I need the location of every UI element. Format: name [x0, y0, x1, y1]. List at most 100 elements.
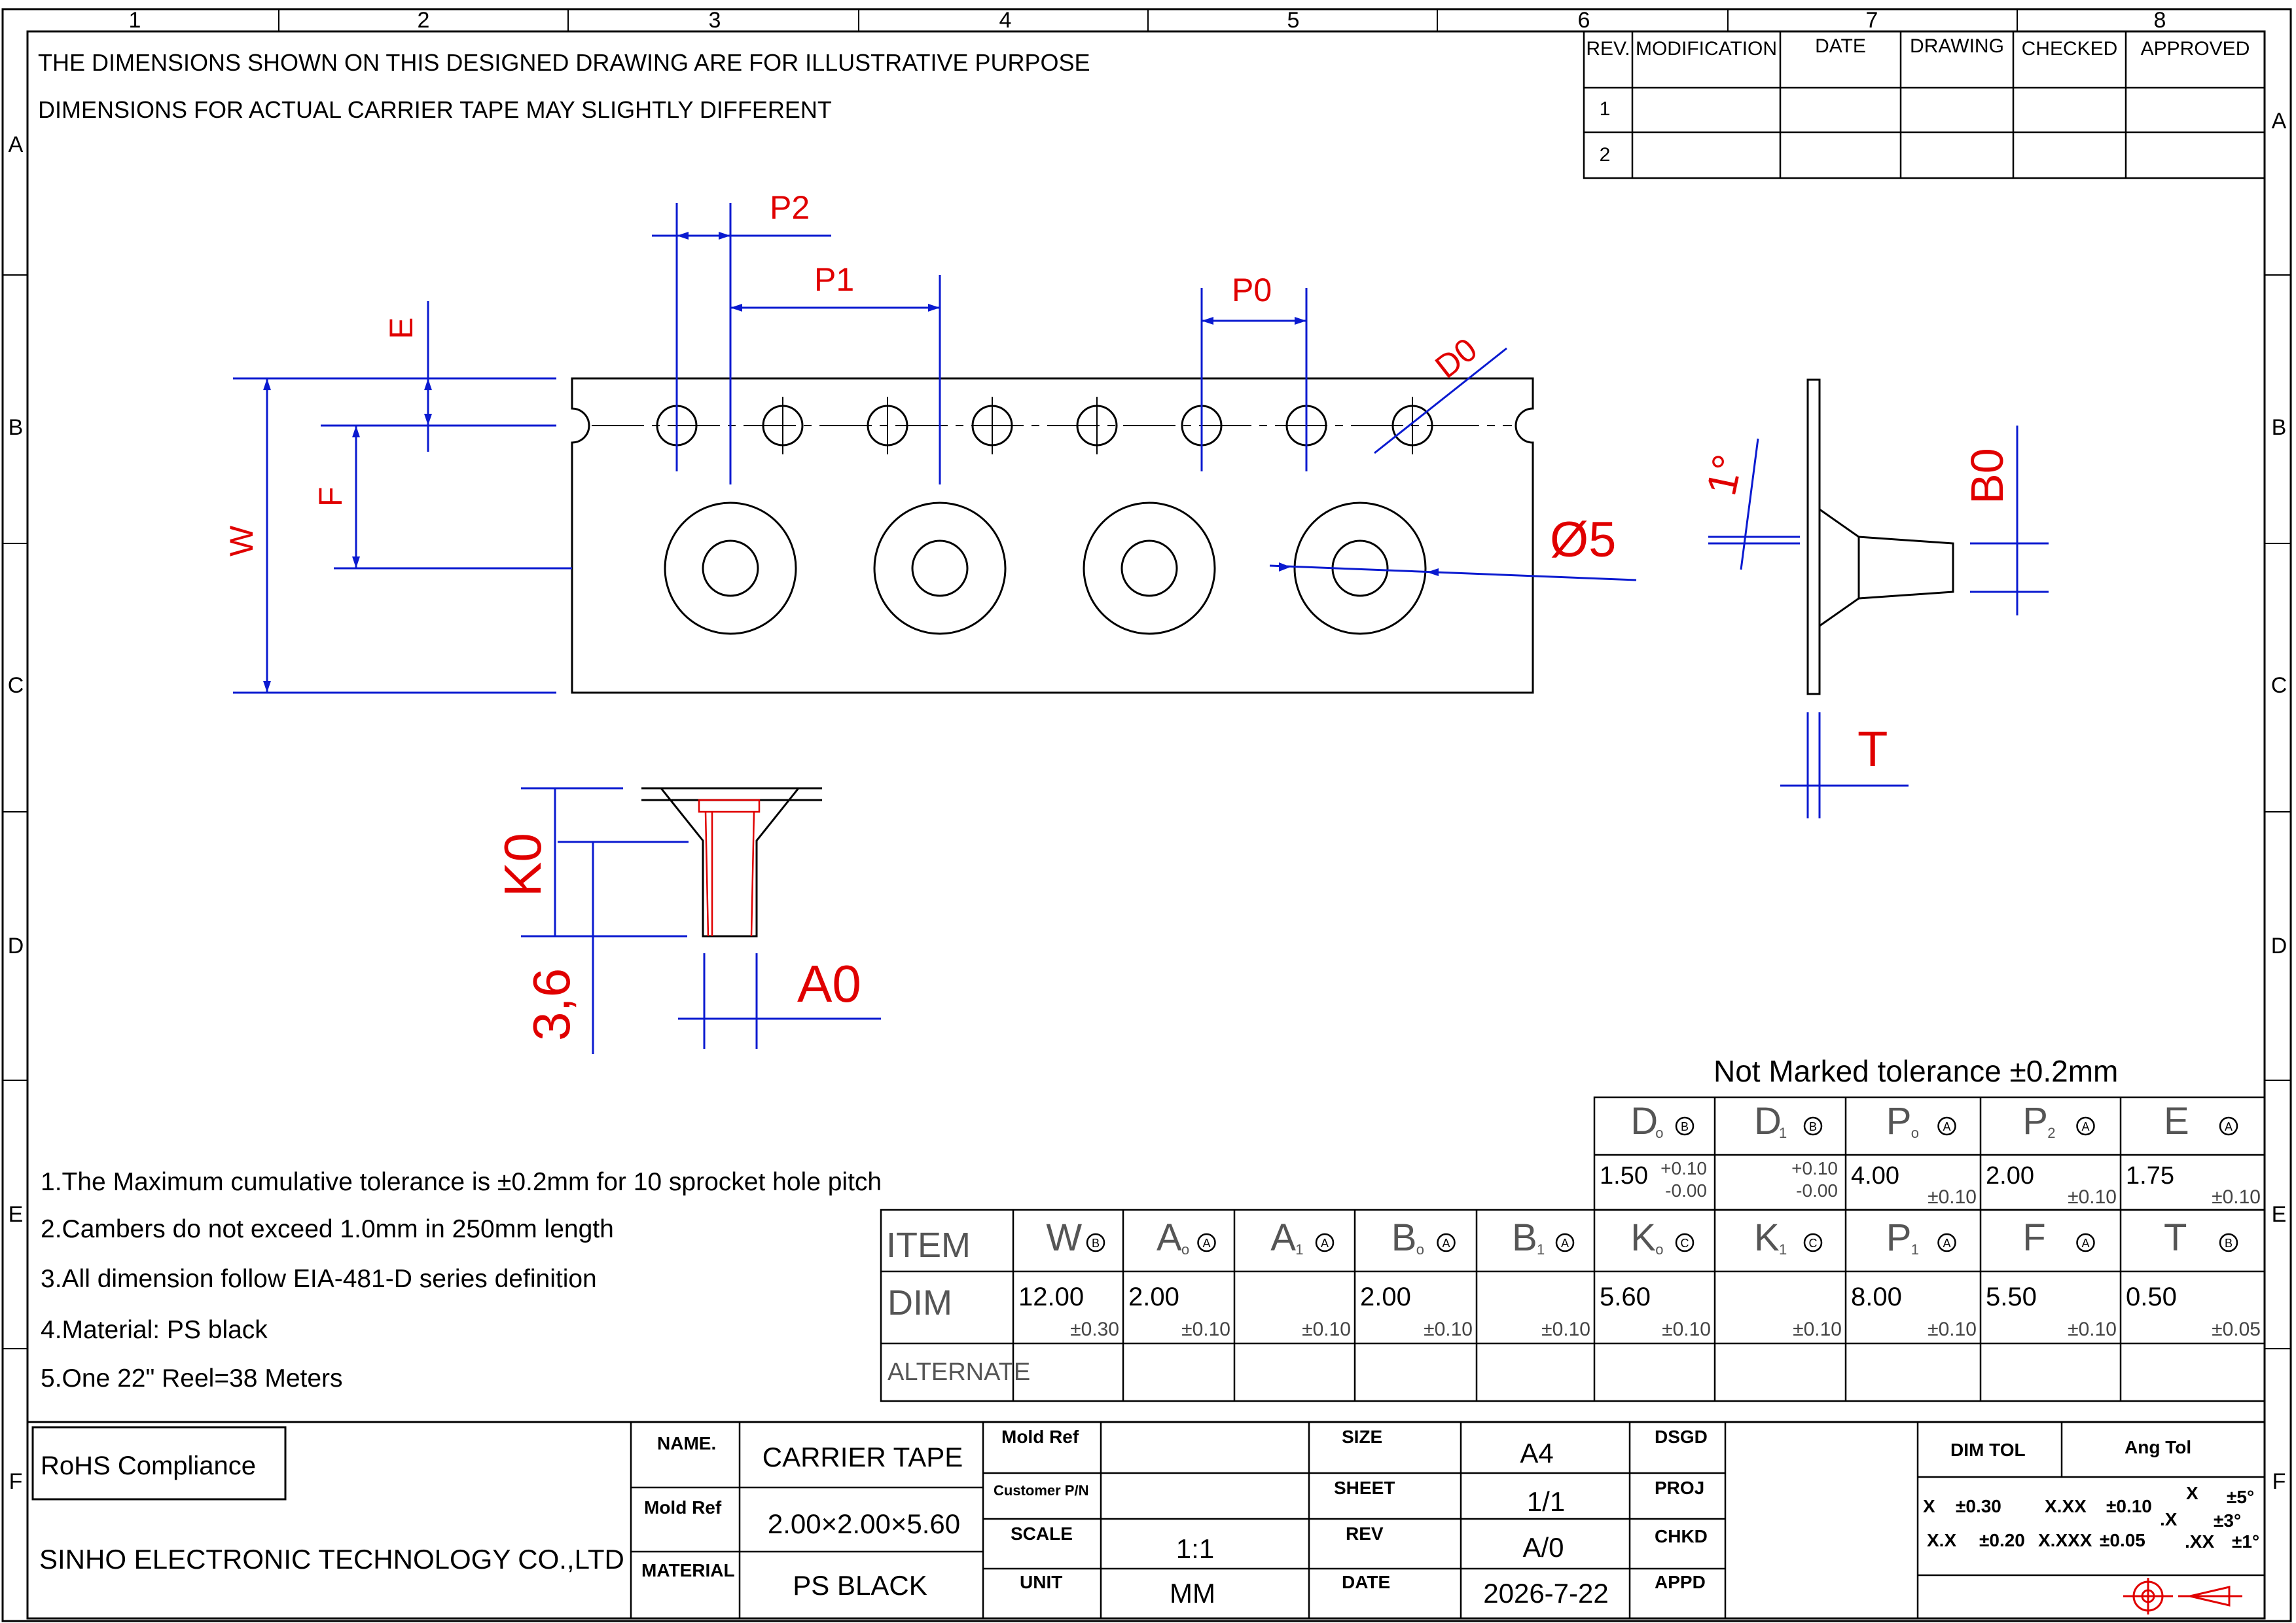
rev-header-modification: MODIFICATION: [1636, 38, 1777, 60]
tol-x-value: ±0.30: [1956, 1496, 2001, 1516]
dim-col-0-datum-icon: [1086, 1233, 1105, 1252]
callout-k0: K0: [493, 833, 552, 897]
dim-value-3: 2.00: [1360, 1283, 1411, 1311]
tol-xxx: X.XX: [2045, 1496, 2087, 1516]
upper-col-1-datum-icon: [1803, 1116, 1823, 1136]
dim-col-5-datum: C: [1681, 1237, 1689, 1250]
callout-depth: 3,6: [522, 968, 581, 1041]
sheet-label: SHEET: [1334, 1478, 1395, 1498]
upper-col-2-datum-icon: [1937, 1116, 1956, 1136]
callout-t: T: [1857, 721, 1888, 777]
rohs-compliance: RoHS Compliance: [41, 1451, 256, 1480]
proj-label: PROJ: [1655, 1478, 1704, 1498]
dim-tol-2: ±0.10: [1302, 1319, 1351, 1340]
ang-x-value: ±5°: [2227, 1487, 2254, 1507]
dim-col-8-datum: A: [2081, 1237, 2089, 1250]
dim-tol-1: ±0.10: [1181, 1319, 1230, 1340]
pocket-section-view: [641, 787, 822, 938]
tol-xx: X.X: [1927, 1530, 1956, 1550]
dim-col-9-datum: B: [2225, 1237, 2233, 1250]
zone-row-e: E: [9, 1202, 24, 1227]
upper-col-4-datum-icon: [2219, 1116, 2238, 1136]
disclaimer-line-1: THE DIMENSIONS SHOWN ON THIS DESIGNED DR…: [38, 49, 1090, 76]
dim-col-3-datum: A: [1442, 1237, 1450, 1250]
upper-tol-2: ±0.10: [1928, 1186, 1977, 1208]
material-value: PS BLACK: [793, 1570, 927, 1601]
ang-dxx: .XX: [2185, 1531, 2214, 1552]
disclaimer: THE DIMENSIONS SHOWN ON THIS DESIGNED DR…: [38, 49, 1090, 123]
upper-col-3-subscript: 2: [2047, 1125, 2055, 1141]
disclaimer-line-2: DIMENSIONS FOR ACTUAL CARRIER TAPE MAY S…: [38, 96, 832, 123]
upper-col-0-datum-icon: [1675, 1116, 1695, 1136]
row-label-item: ITEM: [886, 1226, 971, 1265]
dim-value-7: 8.00: [1851, 1283, 1902, 1311]
not-marked-tolerance: Not Marked tolerance ±0.2mm: [1713, 1054, 2118, 1088]
ang-x: X: [2186, 1483, 2198, 1503]
top-view-dimensions: [233, 203, 1637, 694]
dim-col-1-datum: A: [1202, 1237, 1210, 1250]
dim-col-0-symbol: W: [1046, 1216, 1082, 1259]
tol-xxx-value: ±0.10: [2106, 1496, 2152, 1516]
dim-col-8-datum-icon: [2076, 1233, 2095, 1252]
zone-col-5: 5: [1287, 8, 1300, 33]
tape-top-view: [571, 377, 1534, 694]
rev-label: REV: [1346, 1523, 1384, 1544]
note-5: 5.One 22" Reel=38 Meters: [41, 1364, 343, 1393]
dim-tol-label: DIM TOL: [1950, 1440, 2026, 1460]
drawing-frame: 1 2 3 4 5 6 7 8 A B C D E F A B C D E F: [1, 8, 2292, 1622]
side-section-view: [1806, 378, 1954, 695]
scale-label: SCALE: [1011, 1523, 1073, 1544]
upper-tol-minus-0: -0.00: [1665, 1180, 1707, 1201]
zone-row-b-right: B: [2272, 415, 2287, 440]
dim-col-9-symbol: T: [2164, 1216, 2187, 1259]
zone-col-4: 4: [999, 8, 1012, 33]
dim-col-6-subscript: 1: [1779, 1241, 1787, 1258]
upper-col-2-datum: A: [1943, 1120, 1950, 1133]
date-value: 2026-7-22: [1483, 1578, 1608, 1609]
scale-value: 1:1: [1176, 1533, 1214, 1564]
upper-tol-3: ±0.10: [2068, 1186, 2117, 1208]
upper-col-4-symbol: E: [2164, 1100, 2189, 1142]
rev-header-drawing: DRAWING: [1910, 35, 2004, 57]
customer-pn-label: Customer P/N: [994, 1482, 1088, 1499]
zone-row-a: A: [9, 132, 24, 157]
dim-col-5-symbol: K: [1630, 1216, 1656, 1259]
upper-value-4: 1.75: [2126, 1162, 2174, 1190]
dim-col-1-symbol: A: [1157, 1216, 1182, 1259]
dim-col-5-subscript: o: [1655, 1241, 1663, 1258]
tol-xxxx: X.XXX: [2038, 1530, 2092, 1550]
zone-row-a-right: A: [2272, 109, 2287, 134]
upper-value-2: 4.00: [1851, 1162, 1899, 1190]
upper-col-3-datum: A: [2081, 1120, 2089, 1133]
upper-tol-4: ±0.10: [2212, 1186, 2261, 1208]
upper-col-1-symbol: D: [1754, 1100, 1782, 1142]
unit-value: MM: [1170, 1578, 1215, 1609]
dim-value-5: 5.60: [1600, 1283, 1651, 1311]
upper-col-3-symbol: P: [2022, 1100, 2048, 1142]
date-label: DATE: [1342, 1572, 1390, 1592]
dim-col-6-datum-icon: [1803, 1233, 1823, 1252]
upper-value-0: 1.50: [1600, 1162, 1648, 1190]
unit-label: UNIT: [1020, 1572, 1062, 1592]
callout-w: W: [223, 525, 260, 556]
notes: 1.The Maximum cumulative tolerance is ±0…: [41, 1168, 882, 1393]
dim-tol-7: ±0.10: [1928, 1319, 1977, 1340]
dim-col-2-datum: A: [1321, 1237, 1329, 1250]
dim-col-4-datum: A: [1561, 1237, 1569, 1250]
dim-col-6-datum: C: [1809, 1237, 1818, 1250]
zone-col-6: 6: [1578, 8, 1590, 33]
tol-x: X: [1923, 1496, 1935, 1516]
row-label-alternate: ALTERNATE: [888, 1359, 1030, 1386]
note-3: 3.All dimension follow EIA-481-D series …: [41, 1265, 597, 1293]
upper-col-2-symbol: P: [1886, 1100, 1912, 1142]
tol-xxxx-value: ±0.05: [2100, 1530, 2145, 1550]
